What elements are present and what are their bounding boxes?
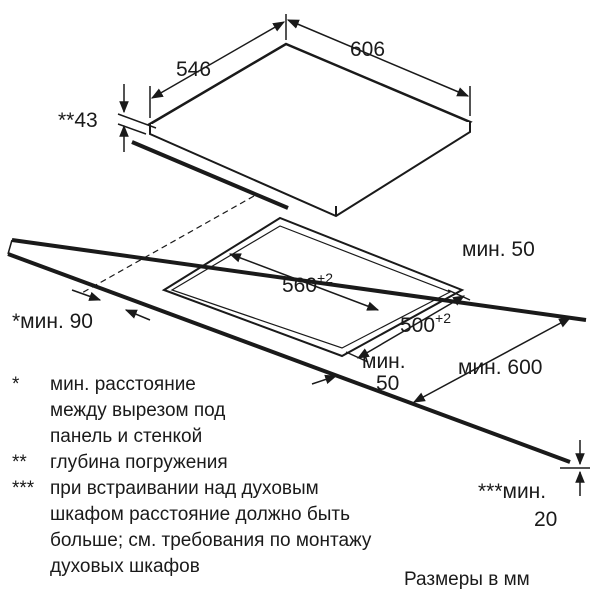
min-90-label: *мин. 90 (12, 310, 93, 333)
min-90-dimension (71, 289, 151, 321)
min-20-dimension (560, 440, 590, 496)
min-50-front-dimension (311, 374, 338, 385)
footnote-1-mark: * (12, 374, 20, 395)
cutout-width-label: 560+2 (282, 270, 333, 297)
min-50-front-label-line1: мин. (362, 350, 406, 373)
footnote-3-line: духовых шкафов (50, 556, 200, 577)
footnote-3-mark: *** (12, 478, 35, 499)
cutout-depth-tolerance: +2 (435, 310, 451, 326)
footnote-1-line: мин. расстояние (50, 374, 196, 395)
hob-width-label: 606 (350, 38, 385, 61)
min-20-label-line1: ***мин. (478, 480, 546, 503)
footnote-3-line: шкафом расстояние должно быть (50, 504, 351, 525)
min-50-worktop-label: мин. 50 (462, 238, 535, 261)
footnote-3: *** при встраивании над духовым шкафом р… (12, 476, 512, 580)
footnote-2-mark: ** (12, 452, 27, 473)
footnote-2: ** глубина погружения (12, 450, 512, 476)
cutout-depth-dimension (345, 289, 471, 363)
footnote-1: * мин. расстояние между вырезом под пане… (12, 372, 512, 450)
footnote-2-line: глубина погружения (50, 452, 228, 473)
footnote-1-text: мин. расстояние между вырезом под панель… (50, 372, 225, 450)
units-label: Размеры в мм (404, 569, 530, 590)
footnote-3-text: при встраивании над духовым шкафом расст… (50, 476, 371, 580)
min-20-label-line2: 20 (534, 508, 557, 531)
cutout-width-tolerance: +2 (317, 270, 333, 286)
projection-line (79, 195, 255, 295)
footnote-3-line: больше; см. требования по монтажу (50, 530, 372, 551)
footnote-1-line: между вырезом под (50, 400, 226, 421)
footnotes: * мин. расстояние между вырезом под пане… (12, 372, 512, 580)
hob-depth-dimension (149, 14, 287, 118)
min-50-front-label-line2: 50 (376, 372, 399, 395)
depth-43-dimension (117, 84, 157, 152)
cutout-width-dimension (228, 253, 380, 311)
cutout (161, 216, 465, 358)
hob-width-dimension (286, 19, 471, 116)
footnote-1-line: панель и стенкой (50, 426, 203, 447)
footnote-3-line: при встраивании над духовым (50, 478, 319, 499)
cutout-width-value: 560 (282, 274, 317, 297)
hob-depth-label: 546 (176, 58, 211, 81)
min-600-label: мин. 600 (458, 356, 542, 379)
cutout-depth-value: 500 (400, 314, 435, 337)
depth-43-label: **43 (58, 109, 98, 132)
footnote-2-text: глубина погружения (50, 450, 228, 476)
cutout-depth-label: 500+2 (400, 310, 451, 337)
min-600-dimension (412, 317, 572, 403)
